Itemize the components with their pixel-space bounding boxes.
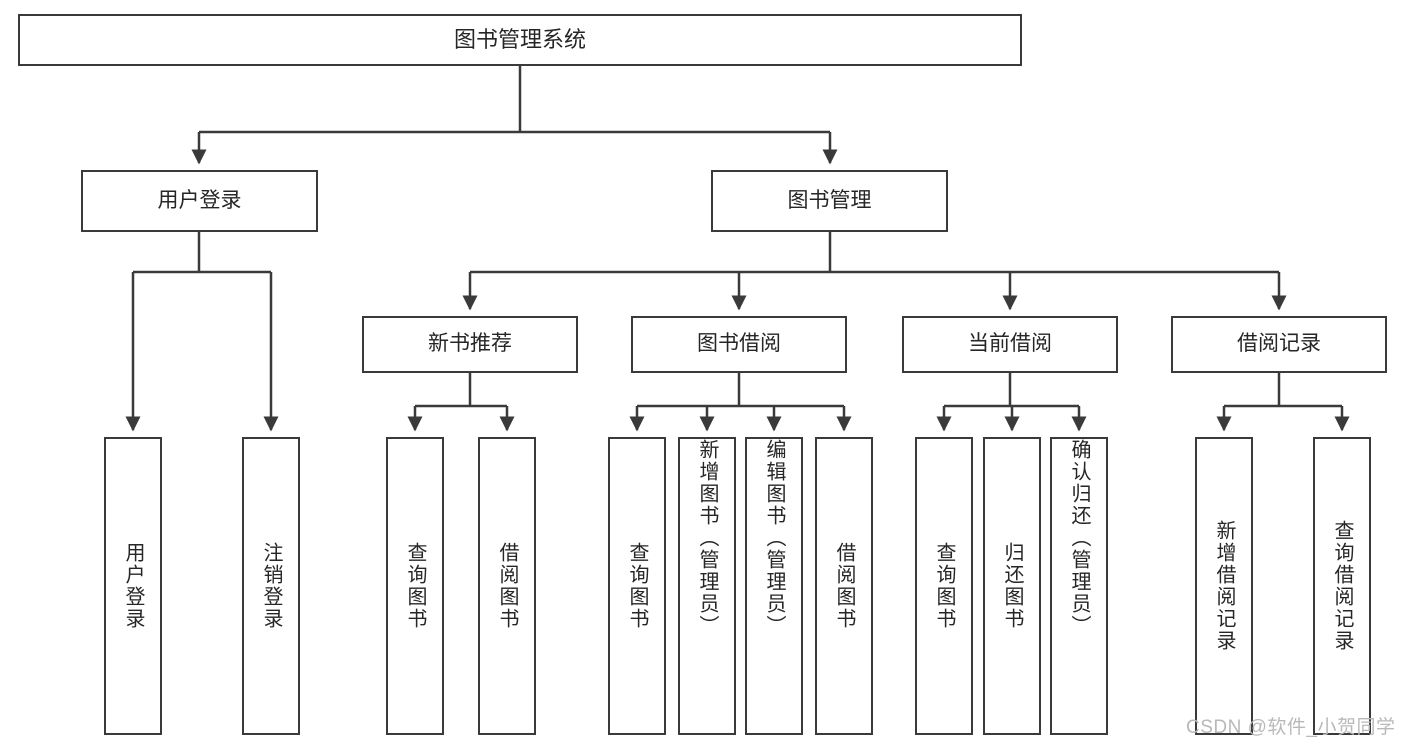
node-label: 查询图书 — [404, 542, 426, 630]
node-label: 借阅图书 — [496, 542, 518, 630]
node-leaf-confirm-return[interactable]: 确认归还（管理员） — [1050, 437, 1108, 735]
node-leaf-query-book-3[interactable]: 查询图书 — [915, 437, 973, 735]
node-book-manage[interactable]: 图书管理 — [711, 170, 948, 232]
node-label: 借阅图书 — [833, 542, 855, 630]
node-label: 当前借阅 — [968, 332, 1052, 356]
node-leaf-query-book-2[interactable]: 查询图书 — [608, 437, 666, 735]
node-label: 图书管理系统 — [453, 27, 586, 53]
node-leaf-query-record[interactable]: 查询借阅记录 — [1313, 437, 1371, 735]
node-leaf-logout[interactable]: 注销登录 — [242, 437, 300, 735]
node-new-book-recommend[interactable]: 新书推荐 — [362, 316, 578, 373]
node-leaf-add-book[interactable]: 新增图书（管理员） — [678, 437, 736, 735]
node-label: 查询借阅记录 — [1331, 520, 1353, 652]
node-label: 编辑图书（管理员） — [763, 439, 785, 637]
node-label: 查询图书 — [626, 542, 648, 630]
node-label: 借阅记录 — [1237, 332, 1321, 356]
node-label: 新增图书（管理员） — [696, 439, 718, 637]
node-label: 图书管理 — [787, 188, 872, 212]
node-label: 图书借阅 — [697, 332, 781, 356]
node-leaf-add-record[interactable]: 新增借阅记录 — [1195, 437, 1253, 735]
node-leaf-user-login[interactable]: 用户登录 — [104, 437, 162, 735]
node-label: 用户登录 — [122, 542, 144, 630]
node-label: 查询图书 — [933, 542, 955, 630]
node-label: 用户登录 — [157, 188, 242, 212]
node-label: 归还图书 — [1001, 542, 1023, 630]
node-leaf-query-book-1[interactable]: 查询图书 — [386, 437, 444, 735]
node-label: 新书推荐 — [428, 332, 512, 356]
node-root-system[interactable]: 图书管理系统 — [18, 14, 1022, 66]
node-current-borrow[interactable]: 当前借阅 — [902, 316, 1118, 373]
node-leaf-return-book[interactable]: 归还图书 — [983, 437, 1041, 735]
node-label: 注销登录 — [260, 542, 282, 630]
node-leaf-borrow-book-2[interactable]: 借阅图书 — [815, 437, 873, 735]
node-label: 确认归还（管理员） — [1068, 439, 1090, 637]
node-borrow-record[interactable]: 借阅记录 — [1171, 316, 1387, 373]
csdn-watermark: CSDN @软件_小贺同学 — [1186, 717, 1396, 738]
node-user-login[interactable]: 用户登录 — [81, 170, 318, 232]
node-book-borrow[interactable]: 图书借阅 — [631, 316, 847, 373]
node-label: 新增借阅记录 — [1213, 520, 1235, 652]
node-leaf-edit-book[interactable]: 编辑图书（管理员） — [745, 437, 803, 735]
node-leaf-borrow-book-1[interactable]: 借阅图书 — [478, 437, 536, 735]
